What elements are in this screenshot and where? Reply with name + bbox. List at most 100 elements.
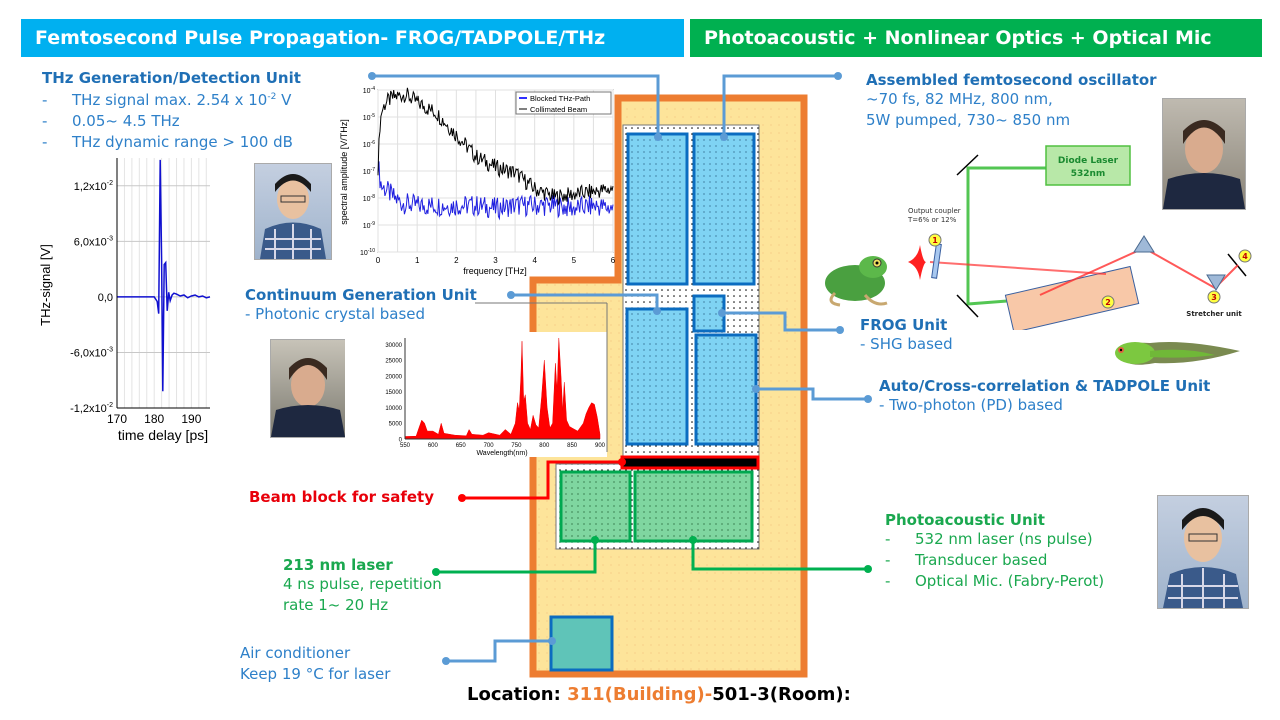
x-axis-label: frequency [THz]: [463, 266, 527, 276]
frog-unit-block: [692, 294, 726, 333]
x-tick-label: 190: [181, 412, 201, 426]
x-tick-label: 4: [532, 256, 537, 265]
x-tick-label: 750: [511, 443, 522, 449]
y-tick-label: 15000: [385, 390, 402, 396]
prism-icon: [1206, 274, 1226, 291]
person-photo: [1162, 98, 1246, 210]
x-tick-label: 600: [428, 443, 439, 449]
thz-unit-title: THz Generation/Detection Unit: [42, 69, 301, 87]
laser-213-info: 213 nm laser 4 ns pulse, repetition rate…: [283, 556, 442, 616]
thz-item: -THz dynamic range > 100 dB: [42, 133, 293, 151]
photoacoustic-unit-title: Photoacoustic Unit: [885, 511, 1045, 529]
frog-unit-title: FROG Unit: [860, 316, 948, 334]
continuum-spectrum-area: [404, 337, 601, 440]
laser-213-line: rate 1~ 20 Hz: [283, 596, 389, 614]
oscillator-diagram: Diode Laser 532nm Output coupler T=6% or…: [907, 145, 1252, 330]
air-conditioner-info: Air conditioner Keep 19 °C for laser: [240, 643, 390, 685]
person-photo: [1157, 495, 1249, 609]
y-tick-label: 1,2x10-2: [74, 180, 113, 193]
stretcher-label: Stretcher unit: [1186, 310, 1242, 318]
beam-block: [620, 455, 760, 470]
air-conditioner-line: Air conditioner: [240, 644, 351, 662]
continuum-unit-desc: - Photonic crystal based: [245, 305, 426, 323]
thz-signal-line: [117, 159, 211, 392]
laser-crystal-box: [1004, 265, 1140, 330]
diode-laser-label: Diode Laser: [1058, 156, 1119, 166]
x-tick-label: 650: [456, 443, 467, 449]
thz-unit-block: [626, 132, 689, 286]
air-conditioner-block: [549, 615, 614, 672]
y-tick-label: 10-4: [363, 86, 375, 95]
tadpole-unit-info: Auto/Cross-correlation & TADPOLE Unit - …: [879, 377, 1210, 416]
photoacoustic-unit-info: Photoacoustic Unit -532 nm laser (ns pul…: [885, 511, 1104, 592]
marker-1: 1: [932, 236, 938, 245]
legend-blocked: Blocked THz-Path: [530, 94, 590, 103]
x-tick-label: 550: [400, 443, 411, 449]
collimated-beam-line: [377, 87, 614, 207]
y-tick-label: 5000: [389, 422, 403, 428]
x-axis-label: Wavelength(nm): [476, 450, 527, 457]
y-tick-label: 0,0: [98, 292, 113, 304]
laser-213-block: [559, 470, 632, 543]
diode-laser-label: 532nm: [1071, 169, 1106, 179]
y-tick-label: 30000: [385, 343, 402, 349]
pulse-icon: [908, 245, 926, 280]
x-tick-label: 5: [572, 256, 577, 265]
x-axis-label: time delay [ps]: [118, 427, 208, 443]
thz-item: -0.05~ 4.5 THz: [42, 112, 180, 130]
location-label: Location: 311(Building)-501-3(Room):: [467, 684, 851, 705]
tadpole-icon: [1115, 342, 1240, 365]
thz-signal-chart: 1,2x10-26,0x10-30,0-6,0x10-3-1,2x10-2 17…: [38, 158, 211, 443]
oscillator-title: Assembled femtosecond oscillator: [866, 71, 1157, 89]
y-tick-label: 0: [399, 438, 403, 444]
frog-unit-info: FROG Unit - SHG based: [860, 316, 953, 355]
x-tick-label: 180: [144, 412, 164, 426]
tadpole-unit-title: Auto/Cross-correlation & TADPOLE Unit: [879, 377, 1211, 395]
x-tick-label: 170: [107, 412, 127, 426]
y-tick-label: -1,2x10-2: [70, 402, 113, 415]
frog-unit-desc: - SHG based: [860, 335, 953, 353]
oscillator-line: ~70 fs, 82 MHz, 800 nm,: [866, 90, 1053, 108]
x-tick-label: 900: [595, 443, 606, 449]
frog-icon: [825, 256, 888, 307]
marker-3: 3: [1211, 293, 1217, 302]
oscillator-line: 5W pumped, 730~ 850 nm: [866, 111, 1071, 129]
blocked-thz-path-line: [377, 161, 614, 221]
diode-laser-box: [1045, 145, 1131, 186]
y-tick-label: 10-9: [363, 221, 375, 230]
output-coupler-label: T=6% or 12%: [907, 216, 957, 224]
legend-collimated: Collimated Beam: [530, 105, 587, 114]
output-coupler-label: Output coupler: [908, 207, 961, 215]
banner-photoacoustic: Photoacoustic + Nonlinear Optics + Optic…: [690, 19, 1262, 57]
chart-legend: Blocked THz-Path Collimated Beam: [515, 91, 612, 115]
x-tick-label: 850: [567, 443, 578, 449]
oscillator-block: [692, 132, 756, 286]
laser-213-title: 213 nm laser: [283, 556, 393, 574]
photoacoustic-item: -532 nm laser (ns pulse): [885, 530, 1093, 548]
y-tick-label: 10-8: [363, 194, 375, 203]
y-tick-label: 10-5: [363, 113, 375, 122]
output-coupler: [931, 243, 942, 279]
x-tick-label: 3: [493, 256, 498, 265]
air-conditioner-line: Keep 19 °C for laser: [240, 665, 391, 683]
photoacoustic-item: -Optical Mic. (Fabry-Perot): [885, 572, 1105, 590]
x-tick-label: 800: [539, 443, 550, 449]
person-photo: [270, 339, 346, 438]
laser-213-line: 4 ns pulse, repetition: [283, 575, 442, 593]
y-axis-label: spectral amplitude [V/THz]: [339, 119, 349, 225]
y-tick-label: -6,0x10-3: [70, 346, 113, 359]
oscillator-info: Assembled femtosecond oscillator ~70 fs,…: [866, 71, 1157, 131]
banner-femtosecond: Femtosecond Pulse Propagation- FROG/TADP…: [21, 19, 684, 57]
x-tick-label: 6: [611, 256, 616, 265]
y-axis-label: THz-signal [V]: [38, 244, 53, 326]
y-tick-label: 10-10: [360, 248, 375, 257]
continuum-unit-block: [625, 307, 689, 446]
continuum-unit-title: Continuum Generation Unit: [245, 286, 477, 304]
photoacoustic-item: -Transducer based: [885, 551, 1048, 569]
x-tick-label: 700: [484, 443, 495, 449]
prism-icon: [1133, 235, 1155, 253]
marker-2: 2: [1105, 298, 1111, 307]
